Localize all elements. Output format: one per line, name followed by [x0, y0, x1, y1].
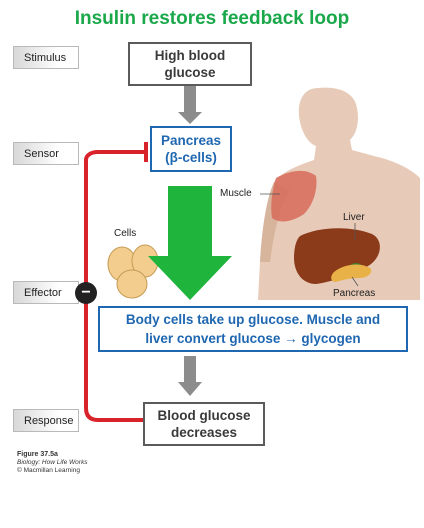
- gray-arrow-effector-to-response: [178, 356, 202, 396]
- gray-arrow-stimulus-to-sensor: [178, 85, 202, 124]
- response-text-line2: decreases: [170, 425, 238, 440]
- effector-text-line2: liver convert glucose → glycogen: [145, 331, 361, 346]
- diagram-title: Insulin restores feedback loop: [74, 8, 350, 29]
- figure-credit: Figure 37.5a Biology: How Life Works © M…: [17, 451, 87, 475]
- cells-illustration: [107, 244, 159, 299]
- cells-label: Cells: [114, 228, 137, 239]
- stimulus-text-line1: High blood: [154, 48, 226, 63]
- sensor-text-line1: Pancreas: [160, 133, 222, 148]
- credit-figure: Figure 37.5a: [17, 451, 58, 458]
- stimulus-text-line2: glucose: [164, 65, 216, 80]
- sensor-text-line2: (β-cells): [165, 150, 217, 165]
- stage-label-sensor: Sensor: [13, 142, 79, 165]
- sensor-box: Pancreas (β-cells): [150, 126, 232, 172]
- effector-box: Body cells take up glucose. Muscle and l…: [98, 306, 408, 352]
- stimulus-box: High blood glucose: [128, 42, 252, 86]
- pancreas-label: Pancreas: [333, 288, 376, 299]
- credit-publisher: © Macmillan Learning: [17, 467, 80, 474]
- pancreas-illustration: [331, 264, 372, 282]
- muscle-label: Muscle: [220, 188, 252, 199]
- stage-label-effector: Effector: [13, 281, 79, 304]
- effector-text-line1: Body cells take up glucose. Muscle and: [125, 312, 381, 327]
- green-arrow-sensor-to-effector: [148, 186, 232, 300]
- response-box: Blood glucose decreases: [143, 402, 265, 446]
- muscle-illustration: [271, 170, 317, 222]
- stage-label-stimulus: Stimulus: [13, 46, 79, 69]
- stage-label-response: Response: [13, 409, 79, 432]
- negative-feedback-symbol: −: [75, 282, 97, 304]
- response-text-line1: Blood glucose: [157, 408, 251, 423]
- liver-label: Liver: [343, 212, 365, 223]
- credit-book: Biology: How Life Works: [17, 459, 88, 466]
